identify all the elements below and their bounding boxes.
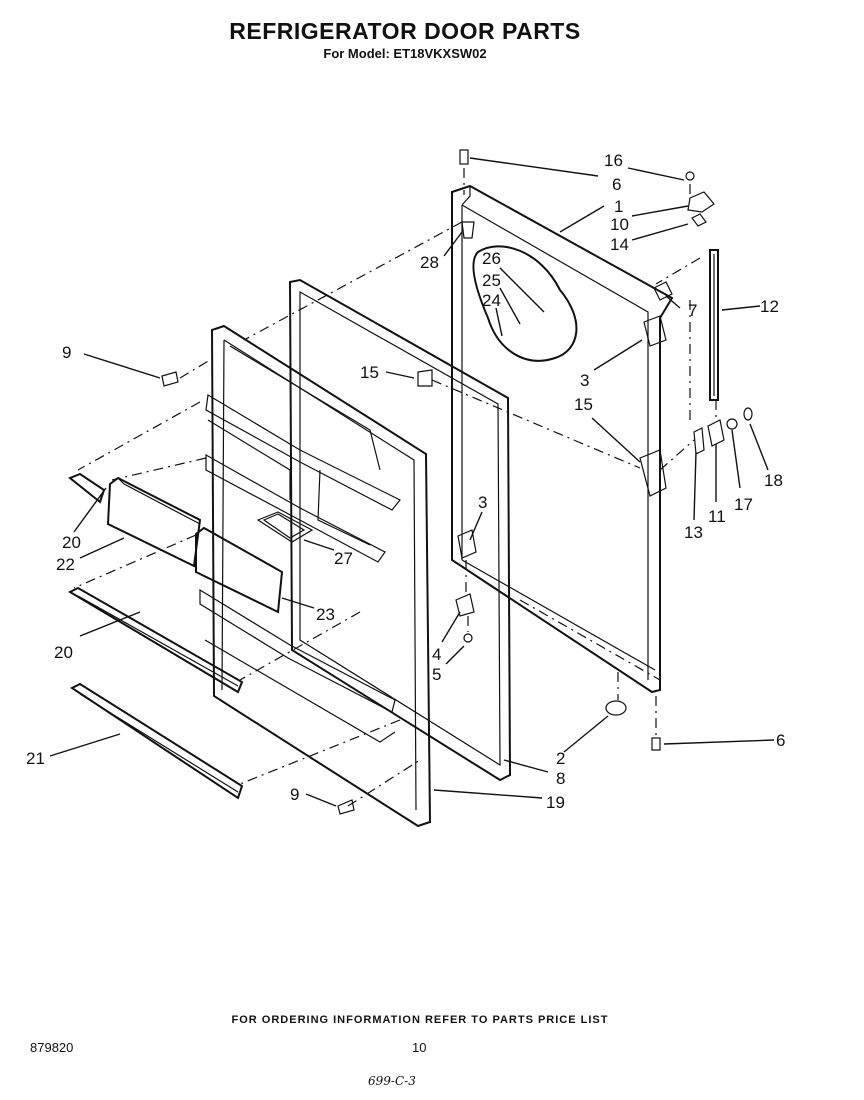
door-gasket bbox=[288, 278, 512, 782]
callout-17: 17 bbox=[734, 495, 753, 514]
callout-8: 8 bbox=[556, 769, 565, 788]
callout-4: 4 bbox=[432, 645, 441, 664]
callout-6: 6 bbox=[612, 175, 621, 194]
callout-14: 14 bbox=[610, 235, 629, 254]
shelf-bars bbox=[67, 472, 244, 800]
callout-28: 28 bbox=[420, 253, 439, 272]
callout-10: 10 bbox=[610, 215, 629, 234]
callout-9b: 9 bbox=[290, 785, 299, 804]
callout-19: 19 bbox=[546, 793, 565, 812]
drawing-number: 879820 bbox=[30, 1040, 74, 1055]
callout-22: 22 bbox=[56, 555, 75, 574]
hinge-hardware bbox=[161, 149, 753, 815]
inner-door-liner bbox=[199, 324, 432, 828]
callout-11: 11 bbox=[708, 507, 726, 526]
page-title: REFRIGERATOR DOOR PARTS bbox=[229, 18, 581, 44]
callout-3b: 3 bbox=[478, 493, 487, 512]
handwritten-code: 699-C-3 bbox=[368, 1074, 416, 1088]
callout-25: 25 bbox=[482, 271, 501, 290]
callout-21: 21 bbox=[26, 749, 45, 768]
callout-18: 18 bbox=[764, 471, 783, 490]
callout-3: 3 bbox=[580, 371, 589, 390]
callout-6b: 6 bbox=[776, 731, 785, 750]
callout-26: 26 bbox=[482, 249, 501, 268]
callout-24: 24 bbox=[482, 291, 501, 310]
ordering-note: FOR ORDERING INFORMATION REFER TO PARTS … bbox=[231, 1014, 609, 1026]
callout-2: 2 bbox=[556, 749, 565, 768]
callout-7: 7 bbox=[688, 301, 697, 320]
callout-labels: 16 6 1 10 14 28 26 25 24 7 12 9 15 3 15 … bbox=[26, 151, 785, 812]
callout-13: 13 bbox=[684, 523, 703, 542]
callout-23: 23 bbox=[316, 605, 335, 624]
callout-12: 12 bbox=[760, 297, 779, 316]
callout-27: 27 bbox=[334, 549, 353, 568]
model-subtitle: For Model: ET18VKXSW02 bbox=[323, 46, 487, 61]
callout-15b: 15 bbox=[574, 395, 593, 414]
cutaway-detail bbox=[472, 245, 578, 362]
egg-tray bbox=[256, 511, 314, 543]
callout-16: 16 bbox=[604, 151, 623, 170]
callout-20b: 20 bbox=[54, 643, 73, 662]
callout-15: 15 bbox=[360, 363, 379, 382]
assembly-lines bbox=[73, 168, 717, 807]
callout-9: 9 bbox=[62, 343, 71, 362]
butter-compartment-door bbox=[195, 526, 284, 614]
callout-5: 5 bbox=[432, 665, 441, 684]
leader-lines bbox=[49, 157, 775, 807]
callout-1: 1 bbox=[614, 197, 623, 216]
outer-door-panel bbox=[451, 184, 674, 694]
callout-20: 20 bbox=[62, 533, 81, 552]
page-number: 10 bbox=[412, 1040, 427, 1055]
